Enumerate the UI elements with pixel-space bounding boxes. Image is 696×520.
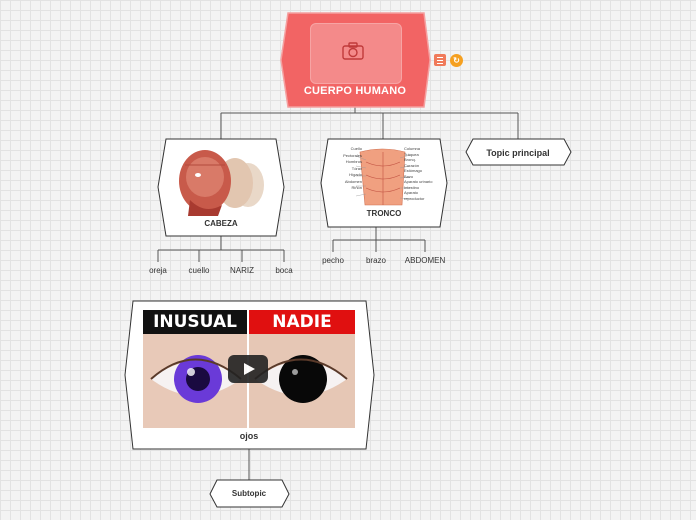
child-nariz[interactable]: NARIZ	[230, 266, 254, 275]
child-pecho[interactable]: pecho	[322, 256, 344, 265]
banner-right: NADIE	[249, 310, 355, 334]
child-boca[interactable]: boca	[275, 266, 293, 275]
root-image-placeholder[interactable]	[310, 23, 402, 84]
badge-icon[interactable]: ↻	[450, 54, 463, 67]
topic-principal-shape	[465, 138, 572, 166]
play-button[interactable]	[228, 355, 268, 383]
cabeza-title[interactable]: CABEZA	[204, 219, 238, 228]
subtopic-title[interactable]: Subtopic	[231, 489, 267, 498]
root-title[interactable]: CUERPO HUMANO	[303, 85, 407, 97]
torso-anatomy-image	[359, 148, 406, 206]
notes-icon[interactable]	[434, 54, 446, 66]
camera-icon	[342, 42, 364, 60]
ojos-title[interactable]: ojos	[239, 431, 259, 441]
child-oreja[interactable]: oreja	[149, 266, 167, 275]
torso-labels-left: Cuello Pectorales Hombros Tórax Hígado A…	[343, 146, 362, 190]
child-abdomen[interactable]: ABDOMEN	[404, 256, 446, 265]
head-anatomy-image	[179, 150, 264, 216]
topic-principal-title[interactable]: Topic principal	[486, 148, 550, 158]
video-thumbnail[interactable]: INUSUAL NADIE	[143, 310, 355, 428]
torso-labels-right: Columna Tráquea Bronq. Corazón Estómago …	[404, 146, 433, 201]
tronco-title[interactable]: TRONCO	[366, 209, 402, 218]
child-cuello[interactable]: cuello	[188, 266, 210, 275]
subtopic-shape	[209, 479, 290, 508]
eyes-image	[143, 334, 355, 428]
child-brazo[interactable]: brazo	[365, 256, 386, 265]
banner-left: INUSUAL	[143, 310, 247, 334]
